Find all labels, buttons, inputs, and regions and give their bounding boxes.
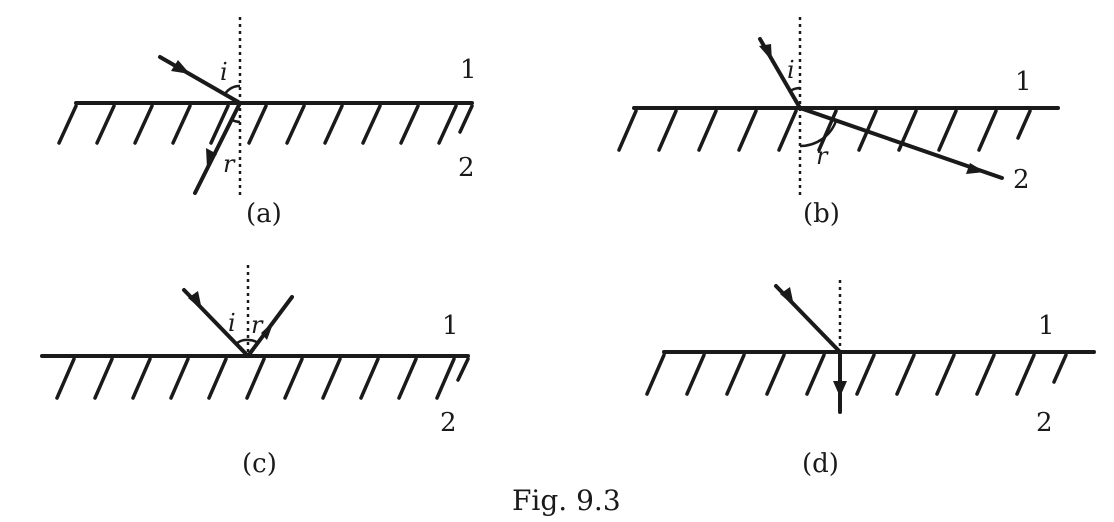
angle-i-label: i [228, 309, 236, 337]
panel-label: (d) [802, 449, 839, 479]
medium-1-label: 1 [1015, 67, 1032, 97]
refracted-arrow-icon [966, 163, 985, 174]
medium-2-label: 2 [440, 408, 457, 438]
refracted-ray [798, 106, 1004, 180]
angle-i-label: i [787, 56, 795, 84]
hatch-marks [645, 353, 1068, 396]
panel-label: (b) [803, 199, 840, 229]
incident-arrow-icon [171, 60, 190, 74]
panel-label: (c) [242, 449, 277, 479]
medium-1-label: 1 [1038, 311, 1055, 341]
refracted-arrow-icon [206, 148, 217, 168]
incident-arrow-icon [780, 287, 794, 306]
medium-1-label: 1 [460, 55, 477, 85]
angle-r-arc [231, 118, 241, 124]
angle-r-label: r [223, 150, 236, 178]
panel-c: i r 1 2 (c) [40, 265, 470, 479]
hatch-marks [617, 109, 1032, 152]
angle-i-label: i [220, 58, 228, 86]
medium-2-label: 2 [458, 153, 475, 183]
incident-arrow-icon [759, 44, 772, 61]
reflected-arrow-icon [261, 321, 274, 340]
angle-r-arc [247, 338, 259, 345]
panel-a: i r 1 2 (a) [57, 17, 477, 229]
angle-i-arc [223, 84, 241, 95]
medium-2-label: 2 [1013, 165, 1030, 195]
medium-1-label: 1 [442, 311, 459, 341]
hatch-marks [55, 357, 470, 400]
angle-r-label: r [816, 142, 829, 170]
angle-r-label: r [251, 311, 264, 339]
refracted-ray [193, 101, 242, 195]
angle-i-arc [235, 338, 249, 346]
angle-r-arc [799, 120, 838, 148]
figure-caption: Fig. 9.3 [512, 484, 621, 517]
transmitted-arrow-icon [833, 381, 847, 397]
panel-b: i r 1 2 (b) [617, 17, 1060, 229]
incident-arrow-icon [188, 291, 202, 310]
hatch-marks [57, 104, 474, 145]
panel-d: 1 2 (d) [645, 280, 1096, 479]
angle-i-arc [789, 86, 801, 93]
panel-label: (a) [246, 199, 282, 229]
incident-ray [158, 55, 242, 105]
medium-2-label: 2 [1036, 408, 1053, 438]
